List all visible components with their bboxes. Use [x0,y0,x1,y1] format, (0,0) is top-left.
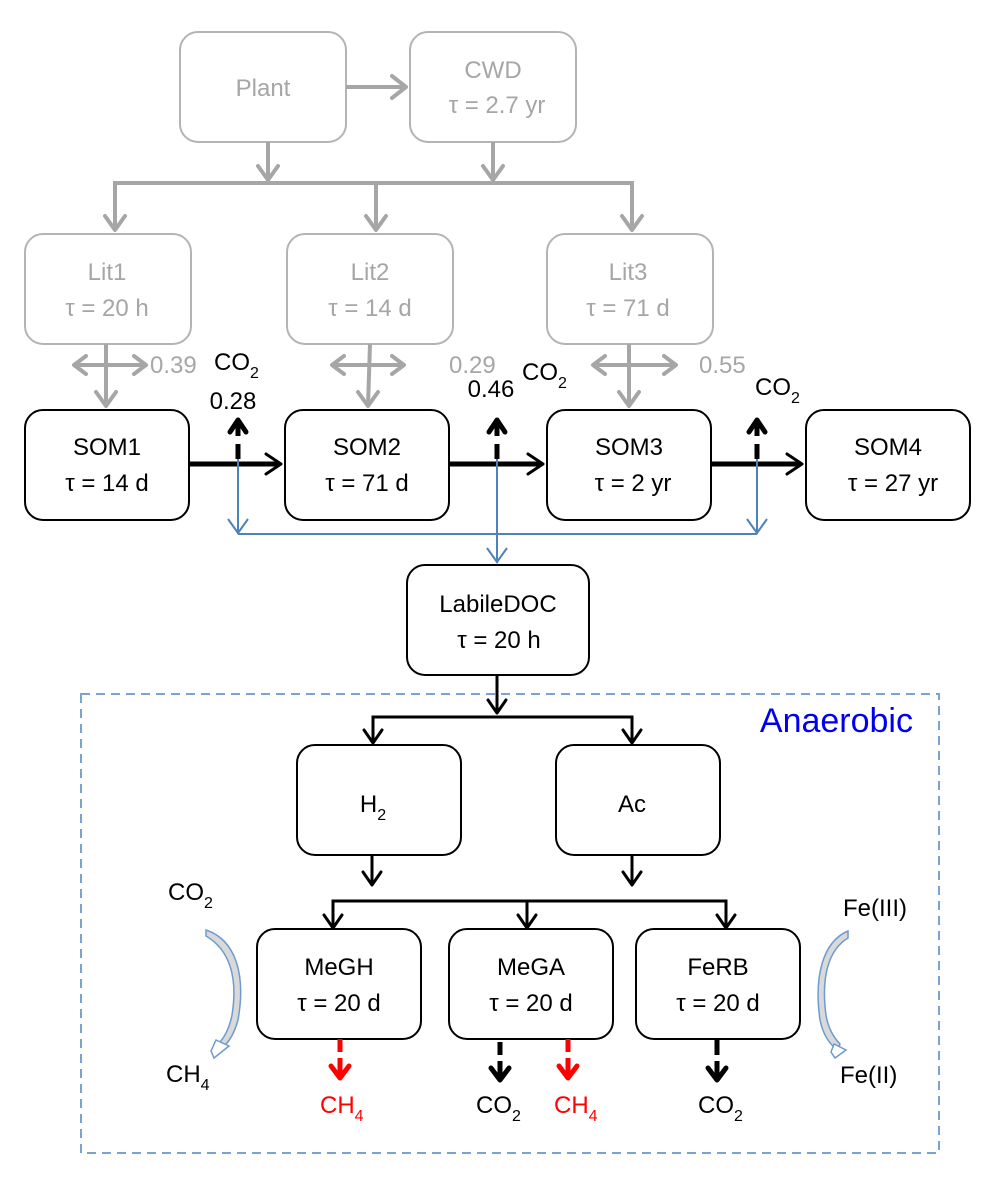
mega-pool: MeGA τ = 20 d [448,928,614,1040]
h2-down-arrow [361,856,383,887]
mega-ch4-arrow [556,1039,580,1081]
ferb-tau: τ = 20 d [676,990,760,1017]
co2-up-arrow-3 [746,417,768,459]
lit1-fraction: 0.39 [150,352,197,379]
lit1-pool: Lit1 τ = 20 h [24,233,192,345]
co2-label-2: CO2 [522,359,567,392]
mega-product-ch4: CH4 [554,1092,598,1125]
doc-split-arrow [362,675,643,745]
plant-pool: Plant [179,31,347,143]
megh-ch4-arrow [328,1039,352,1081]
labile-doc-pool: LabileDOC τ = 20 h [406,564,590,676]
lit3-pool: Lit3 τ = 71 d [546,233,714,345]
plant-to-cwd-arrow [346,74,408,100]
som1-name: SOM1 [73,434,141,461]
mega-name: MeGA [497,954,565,981]
labile-doc-tau: τ = 20 h [457,627,541,654]
microbe-split-bar [322,899,737,930]
cwd-name: CWD [464,57,521,84]
svg-text:CO2: CO2 [214,349,259,382]
lit2-tau: τ = 14 d [328,295,412,322]
h2-name: H [360,791,377,818]
right-conversion-from: Fe(III) [843,895,907,922]
cwd-pool: CWD τ = 2.7 yr [409,31,577,143]
svg-text:CO2: CO2 [755,374,800,407]
lit1-name: Lit1 [88,259,127,286]
lit3-fraction: 0.55 [699,352,746,379]
right-conversion-to: Fe(II) [840,1062,897,1089]
som2-name: SOM2 [333,434,401,461]
plant-name: Plant [236,75,291,102]
doc-flux-lines [227,459,768,564]
lit3-name: Lit3 [609,259,648,286]
ferb-pool: FeRB τ = 20 d [635,928,801,1040]
lit3-tau: τ = 71 d [586,295,670,322]
mega-tau: τ = 20 d [489,990,573,1017]
som4-pool: SOM4 τ = 27 yr [805,409,971,521]
ferb-name: FeRB [687,954,748,981]
lit2-pool: Lit2 τ = 14 d [286,233,454,345]
som1-to-som2-arrow [189,452,283,476]
som1-tau: τ = 14 d [65,470,149,497]
som4-tau: τ = 27 yr [848,470,938,497]
svg-text:CO2: CO2 [522,359,567,392]
co2-up-arrow-2 [486,417,508,459]
lit3-to-som3-arrow [591,344,678,408]
litter-distribution-bar [103,181,644,232]
ferb-product-co2: CO2 [698,1092,743,1125]
cwd-tau: τ = 2.7 yr [449,92,546,119]
co2-to-ch4-curved-arrow-icon [205,928,242,1060]
co2-label-3: CO2 [755,374,800,407]
svg-text:H2: H2 [360,791,386,824]
ac-down-arrow [621,856,643,887]
megh-pool: MeGH τ = 20 d [256,928,422,1040]
som1-pool: SOM1 τ = 14 d [24,409,190,521]
anaerobic-label: Anaerobic [760,702,913,740]
plant-down-arrow [256,142,280,182]
som3-tau: τ = 2 yr [595,470,672,497]
labile-doc-name: LabileDOC [439,591,556,618]
respiration-fraction-2: 0.46 [468,376,515,403]
left-conversion-to: CH4 [166,1061,210,1094]
respiration-fraction-1: 0.28 [210,388,257,415]
lit1-to-som1-arrow [72,344,148,408]
lit2-fraction: 0.29 [449,352,496,379]
h2-pool: H2 [296,744,462,856]
megh-name: MeGH [304,954,373,981]
anaerobic-zone [80,693,940,1154]
lit1-tau: τ = 20 h [65,295,149,322]
megh-product-ch4: CH4 [320,1092,364,1125]
som3-name: SOM3 [595,434,663,461]
ferb-co2-arrow [705,1039,729,1083]
cwd-down-arrow [481,142,505,182]
som2-pool: SOM2 τ = 71 d [284,409,450,521]
left-conversion-from: CO2 [168,879,213,912]
co2-label-1: CO2 [214,349,259,382]
lit2-to-som2-arrow [330,343,406,408]
som3-pool: SOM3 τ = 2 yr [546,409,712,521]
lit2-name: Lit2 [351,259,390,286]
fe3-to-fe2-curved-arrow-icon [817,929,849,1060]
mega-product-co2: CO2 [476,1092,521,1125]
megh-tau: τ = 20 d [297,990,381,1017]
ac-name: Ac [618,791,646,818]
som4-name: SOM4 [854,434,922,461]
som2-tau: τ = 71 d [325,470,409,497]
som2-to-som3-arrow [449,452,545,476]
ac-pool: Ac [555,744,721,856]
mega-co2-arrow [488,1042,512,1083]
co2-up-arrow-1 [227,417,249,459]
